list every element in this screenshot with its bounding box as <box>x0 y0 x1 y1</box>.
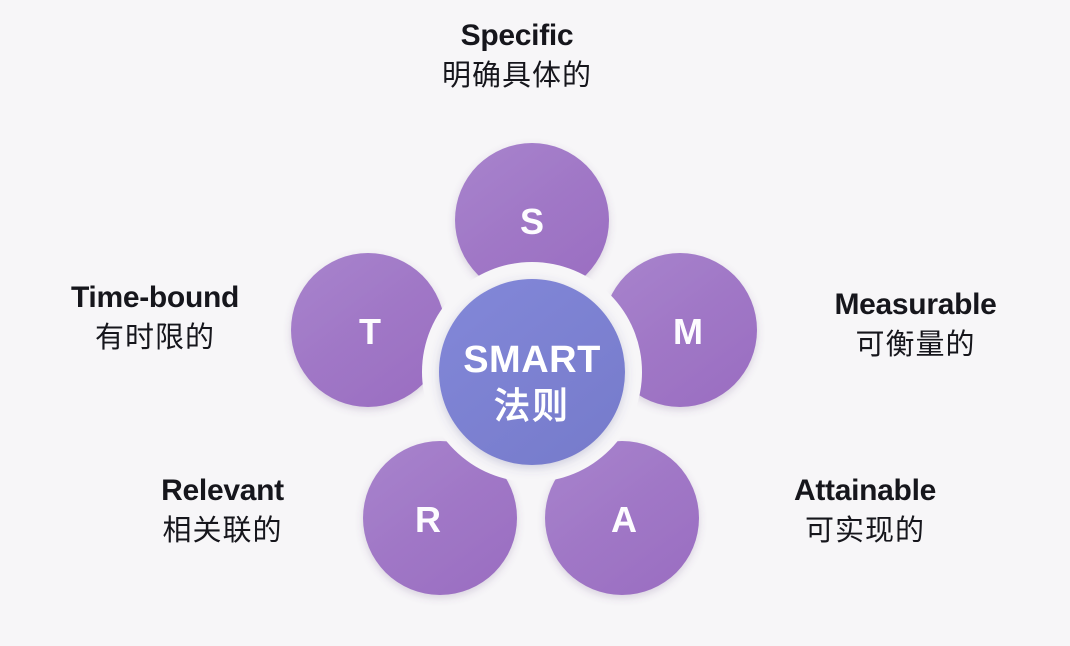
center-title-zh: 法则 <box>494 385 570 426</box>
petal-letter-measurable: M <box>673 311 703 352</box>
center-hub[interactable]: SMART 法则 <box>439 279 625 465</box>
label-specific-en: Specific <box>460 19 574 52</box>
label-measurable: Measurable 可衡量的 <box>768 287 1063 363</box>
label-timebound: Time-bound 有时限的 <box>5 280 305 356</box>
petal-letters: S M A R T <box>359 201 703 540</box>
petal-letter-specific: S <box>520 201 544 242</box>
label-measurable-zh: 可衡量的 <box>855 328 976 361</box>
label-relevant-zh: 相关联的 <box>162 514 283 547</box>
petal-letter-timebound: T <box>359 311 381 352</box>
petal-letter-attainable: A <box>611 499 637 540</box>
petal-shape-attainable[interactable] <box>545 441 699 595</box>
petal-letter-relevant: R <box>415 499 441 540</box>
petal-shape-measurable[interactable] <box>603 253 757 407</box>
label-timebound-zh: 有时限的 <box>94 321 215 354</box>
petal-shape-timebound[interactable] <box>291 253 445 407</box>
label-attainable: Attainable 可实现的 <box>715 473 1015 549</box>
center-circle[interactable] <box>439 279 625 465</box>
label-attainable-zh: 可实现的 <box>804 514 925 547</box>
label-specific: Specific 明确具体的 <box>352 18 682 94</box>
petal-shape-relevant[interactable] <box>363 441 517 595</box>
petal-group <box>291 143 757 595</box>
petal-shape-specific[interactable] <box>455 143 609 297</box>
label-measurable-en: Measurable <box>834 288 997 321</box>
label-attainable-en: Attainable <box>793 474 937 507</box>
label-relevant-en: Relevant <box>161 474 284 507</box>
label-relevant: Relevant 相关联的 <box>75 473 370 549</box>
label-timebound-en: Time-bound <box>70 281 240 314</box>
center-title-en: SMART <box>463 339 601 381</box>
label-specific-zh: 明确具体的 <box>441 59 592 92</box>
